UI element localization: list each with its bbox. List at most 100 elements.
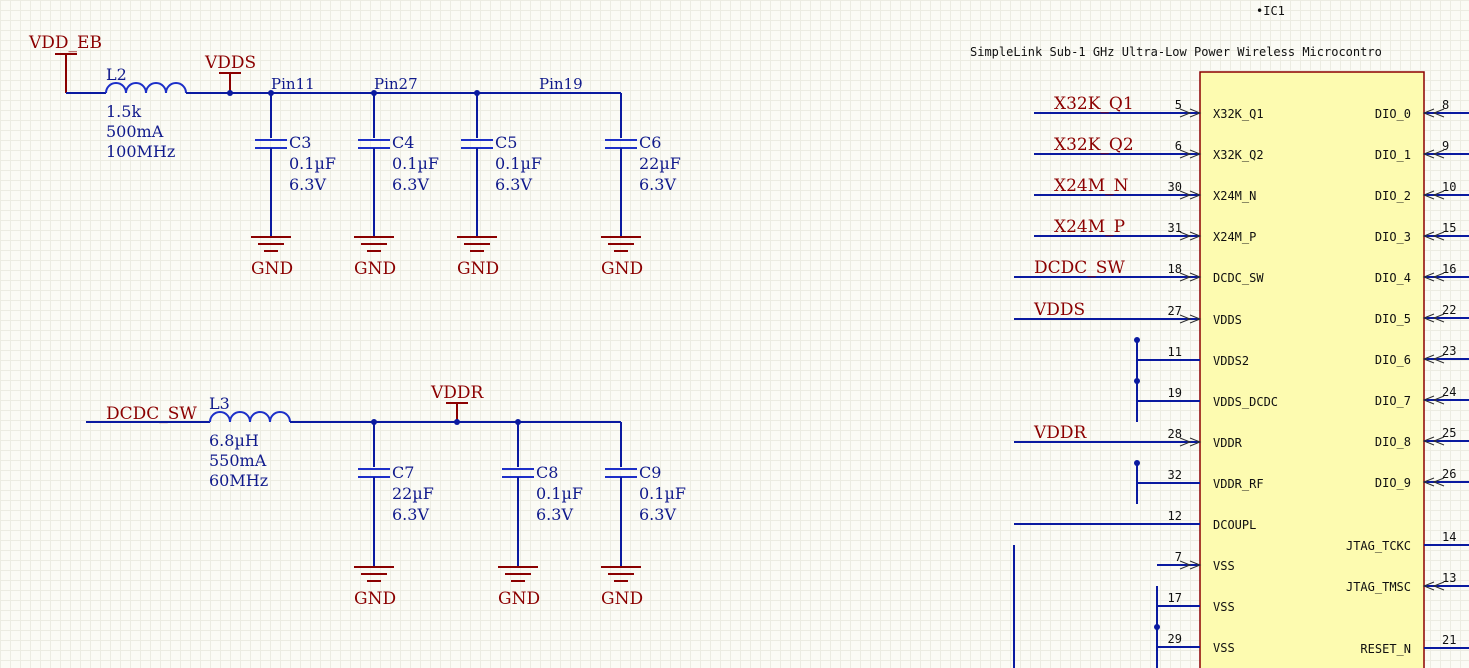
pin-name: VSS bbox=[1213, 600, 1235, 614]
pin-name: DCDC_SW bbox=[1213, 271, 1264, 285]
pin-arrow-icon bbox=[1179, 437, 1202, 447]
gnd-label: GND bbox=[251, 259, 293, 279]
c8-ref: C8 bbox=[536, 463, 558, 482]
capacitor-c8: C8 0.1µF 6.3V GND bbox=[498, 422, 583, 609]
c5-value: 0.1µF bbox=[495, 154, 542, 173]
net-label: X24M_P bbox=[1054, 217, 1125, 237]
junction-dot bbox=[1134, 337, 1140, 343]
inductor-l2-freq: 100MHz bbox=[106, 142, 175, 161]
junction-dot bbox=[454, 419, 460, 425]
pin-name: VDDS2 bbox=[1213, 354, 1249, 368]
gnd-label: GND bbox=[457, 259, 499, 279]
pin-number: 11 bbox=[1168, 345, 1182, 359]
pin-name: DIO_8 bbox=[1375, 435, 1411, 449]
pin-arrow-icon bbox=[1422, 313, 1445, 323]
ic1-designator: •IC1 bbox=[1256, 4, 1285, 18]
pin-number: 5 bbox=[1175, 98, 1182, 112]
pin-name: DIO_7 bbox=[1375, 394, 1411, 408]
pin-arrow-icon bbox=[1179, 272, 1202, 282]
pin-number: 22 bbox=[1442, 303, 1456, 317]
junction-dot bbox=[1134, 460, 1140, 466]
pin-number: 27 bbox=[1168, 304, 1182, 318]
pin-number: 12 bbox=[1168, 509, 1182, 523]
ic1-symbol: •IC1 SimpleLink Sub-1 GHz Ultra-Low Powe… bbox=[970, 4, 1469, 668]
pin-arrow-icon bbox=[1179, 314, 1202, 324]
pin-number: 18 bbox=[1168, 262, 1182, 276]
pin-number: 9 bbox=[1442, 139, 1449, 153]
net-label: X32K_Q2 bbox=[1054, 135, 1134, 155]
pin-number: 6 bbox=[1175, 139, 1182, 153]
ground-icon bbox=[251, 236, 291, 252]
pin-arrow-icon bbox=[1422, 190, 1445, 200]
inductor-l3-freq: 60MHz bbox=[209, 471, 268, 490]
c8-value: 0.1µF bbox=[536, 484, 583, 503]
c6-value: 22µF bbox=[639, 154, 681, 173]
pin-arrow-icon bbox=[1179, 231, 1202, 241]
pin-name: RESET_N bbox=[1360, 642, 1411, 656]
pin-name: DIO_5 bbox=[1375, 312, 1411, 326]
pin-arrow-icon bbox=[1422, 108, 1445, 118]
pin-arrow-icon bbox=[1422, 436, 1445, 446]
inductor-l2-symbol bbox=[105, 82, 187, 94]
pin-name: DIO_2 bbox=[1375, 189, 1411, 203]
c9-value: 0.1µF bbox=[639, 484, 686, 503]
inductor-l3-symbol bbox=[209, 411, 291, 423]
pin-name: VDDS bbox=[1213, 313, 1242, 327]
c9-voltage: 6.3V bbox=[639, 505, 676, 524]
pin-arrow-icon bbox=[1179, 560, 1202, 570]
pin-name: DIO_0 bbox=[1375, 107, 1411, 121]
dcdc-filter-circuit: DCDC_SW L3 6.8µH 550mA 60MHz VDDR C7 22µ… bbox=[86, 383, 686, 609]
ground-icon bbox=[354, 236, 394, 252]
inductor-l2-current: 500mA bbox=[106, 122, 164, 141]
node-label-pin19: Pin19 bbox=[539, 75, 583, 93]
pin-number: 26 bbox=[1442, 467, 1456, 481]
inductor-l3-current: 550mA bbox=[209, 451, 267, 470]
pin-number: 10 bbox=[1442, 180, 1456, 194]
pin-arrow-icon bbox=[1422, 354, 1445, 364]
gnd-label: GND bbox=[601, 589, 643, 609]
ground-icon bbox=[354, 566, 394, 582]
c3-value: 0.1µF bbox=[289, 154, 336, 173]
ground-icon bbox=[601, 566, 641, 582]
c8-voltage: 6.3V bbox=[536, 505, 573, 524]
pin-arrow-icon bbox=[1179, 149, 1202, 159]
pin-name: VDDR bbox=[1213, 436, 1243, 450]
net-label: VDDR bbox=[1033, 423, 1088, 443]
capacitor-c6: C6 22µF 6.3V GND bbox=[601, 133, 681, 279]
ic1-left-pins: 5X32K_Q1X32K_Q16X32K_Q2X32K_Q230X24M_NX2… bbox=[1014, 94, 1278, 655]
gnd-label: GND bbox=[354, 259, 396, 279]
c7-voltage: 6.3V bbox=[392, 505, 429, 524]
inductor-l3-value: 6.8µH bbox=[209, 431, 259, 450]
net-label-dcdc-sw: DCDC_SW bbox=[106, 404, 197, 424]
net-label: DCDC_SW bbox=[1034, 258, 1125, 278]
pin-number: 21 bbox=[1442, 633, 1456, 647]
pin-arrow-icon bbox=[1422, 149, 1445, 159]
pin-name: X24M_N bbox=[1213, 189, 1256, 203]
c5-voltage: 6.3V bbox=[495, 175, 532, 194]
pin-number: 31 bbox=[1168, 221, 1182, 235]
pin-name: VSS bbox=[1213, 559, 1235, 573]
pin-number: 16 bbox=[1442, 262, 1456, 276]
c4-value: 0.1µF bbox=[392, 154, 439, 173]
pin-number: 23 bbox=[1442, 344, 1456, 358]
net-label-vdd-eb: VDD_EB bbox=[28, 33, 102, 53]
capacitor-c3: C3 0.1µF 6.3V GND bbox=[251, 93, 336, 279]
c4-ref: C4 bbox=[392, 133, 414, 152]
pin-arrow-icon bbox=[1422, 395, 1445, 405]
c6-voltage: 6.3V bbox=[639, 175, 676, 194]
pin-arrow-icon bbox=[1179, 190, 1202, 200]
